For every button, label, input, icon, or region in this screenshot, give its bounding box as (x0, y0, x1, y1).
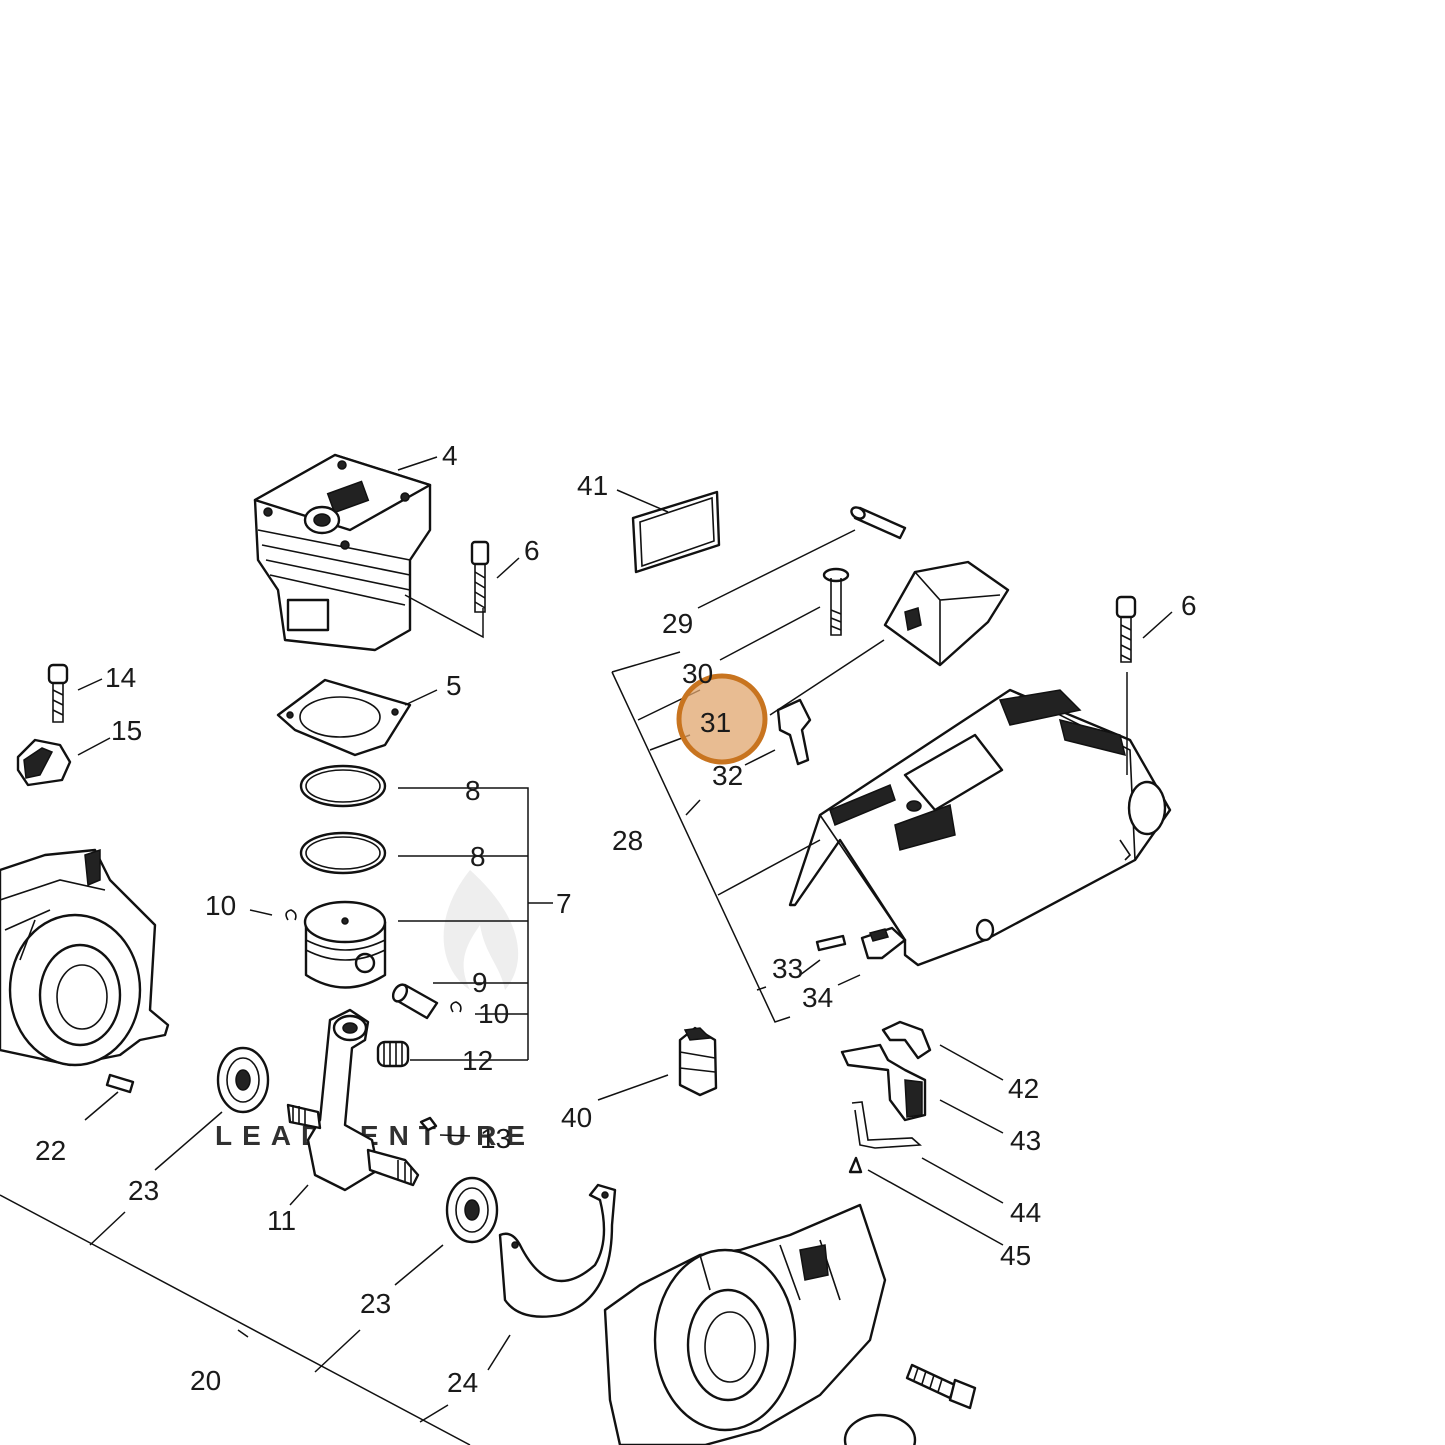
callout-24[interactable]: 24 (447, 1367, 478, 1398)
callout-23[interactable]: 23 (360, 1288, 391, 1319)
callout-13[interactable]: 13 (480, 1123, 511, 1154)
callout-28[interactable]: 28 (612, 825, 643, 856)
dowel-pin-part[interactable] (105, 1073, 135, 1094)
bracket-part[interactable] (883, 560, 1010, 667)
cylinder-part[interactable] (253, 453, 432, 652)
piston-pin-part[interactable] (390, 982, 439, 1020)
spring-part[interactable] (851, 1101, 922, 1149)
callout-8[interactable]: 8 (470, 841, 486, 872)
deflector-part[interactable] (840, 1043, 927, 1122)
bolt-part[interactable] (905, 1363, 977, 1410)
callout-44[interactable]: 44 (1010, 1197, 1041, 1228)
bolt-part[interactable] (47, 663, 69, 723)
callout-43[interactable]: 43 (1010, 1125, 1041, 1156)
bolt-part[interactable] (470, 540, 490, 613)
crankcase-left-part[interactable] (0, 848, 170, 1067)
plate-part[interactable] (498, 1183, 617, 1318)
callout-22[interactable]: 22 (35, 1135, 66, 1166)
filter-part[interactable] (678, 1026, 718, 1097)
sticker-part[interactable] (631, 490, 721, 574)
highlight-marker[interactable] (676, 673, 768, 765)
piston-part[interactable] (303, 900, 387, 989)
callout-42[interactable]: 42 (1008, 1073, 1039, 1104)
screw-part[interactable] (822, 567, 850, 636)
crankshaft-part[interactable] (286, 1008, 420, 1192)
callout-15[interactable]: 15 (111, 715, 142, 746)
needle-bearing-part[interactable] (376, 1040, 410, 1068)
callout-11[interactable]: 11 (267, 1205, 296, 1236)
callout-34[interactable]: 34 (802, 982, 833, 1013)
callout-45[interactable]: 45 (1000, 1240, 1031, 1271)
top-cover-part[interactable] (788, 688, 1172, 967)
callout-31[interactable]: 31 (700, 707, 731, 738)
callout-32[interactable]: 32 (712, 760, 743, 791)
screw-part[interactable] (848, 1156, 863, 1174)
piston-ring-part[interactable] (299, 764, 387, 808)
watermark: LEADVENTURE (215, 870, 525, 1151)
callout-14[interactable]: 14 (105, 662, 136, 693)
callout-20[interactable]: 20 (190, 1365, 221, 1396)
ball-bearing-part[interactable] (445, 1176, 499, 1244)
callout-6[interactable]: 6 (1181, 590, 1197, 621)
callout-29[interactable]: 29 (662, 608, 693, 639)
callout-7[interactable]: 7 (556, 888, 572, 919)
circlip-part[interactable] (285, 909, 462, 1013)
callout-5[interactable]: 5 (446, 670, 462, 701)
callout-4[interactable]: 4 (442, 440, 458, 471)
callout-10[interactable]: 10 (478, 998, 509, 1029)
callout-9[interactable]: 9 (472, 967, 488, 998)
clip-part[interactable] (881, 1020, 932, 1060)
ball-bearing-part[interactable] (216, 1046, 270, 1114)
callout-8[interactable]: 8 (465, 775, 481, 806)
callout-23[interactable]: 23 (128, 1175, 159, 1206)
key-part[interactable] (419, 1116, 438, 1132)
callout-40[interactable]: 40 (561, 1102, 592, 1133)
bolt-part[interactable] (1115, 595, 1137, 663)
latch-part[interactable] (860, 926, 907, 960)
callout-41[interactable]: 41 (577, 470, 608, 501)
piston-ring-part[interactable] (299, 831, 387, 875)
callout-6[interactable]: 6 (524, 535, 540, 566)
callout-10[interactable]: 10 (205, 890, 236, 921)
bracket-part[interactable] (16, 738, 72, 787)
callout-labels: 4 6 5 8 8 7 10 9 10 12 13 11 14 15 22 23… (35, 440, 1197, 1398)
leader-lines (0, 456, 1173, 1445)
pin-part[interactable] (849, 505, 907, 540)
knob-part[interactable] (776, 698, 812, 766)
crankcase-right-part[interactable] (603, 1203, 917, 1445)
callout-33[interactable]: 33 (772, 953, 803, 984)
callout-30[interactable]: 30 (682, 658, 713, 689)
gasket-part[interactable] (276, 678, 412, 757)
pin-part[interactable] (815, 934, 847, 952)
callout-12[interactable]: 12 (462, 1045, 493, 1076)
